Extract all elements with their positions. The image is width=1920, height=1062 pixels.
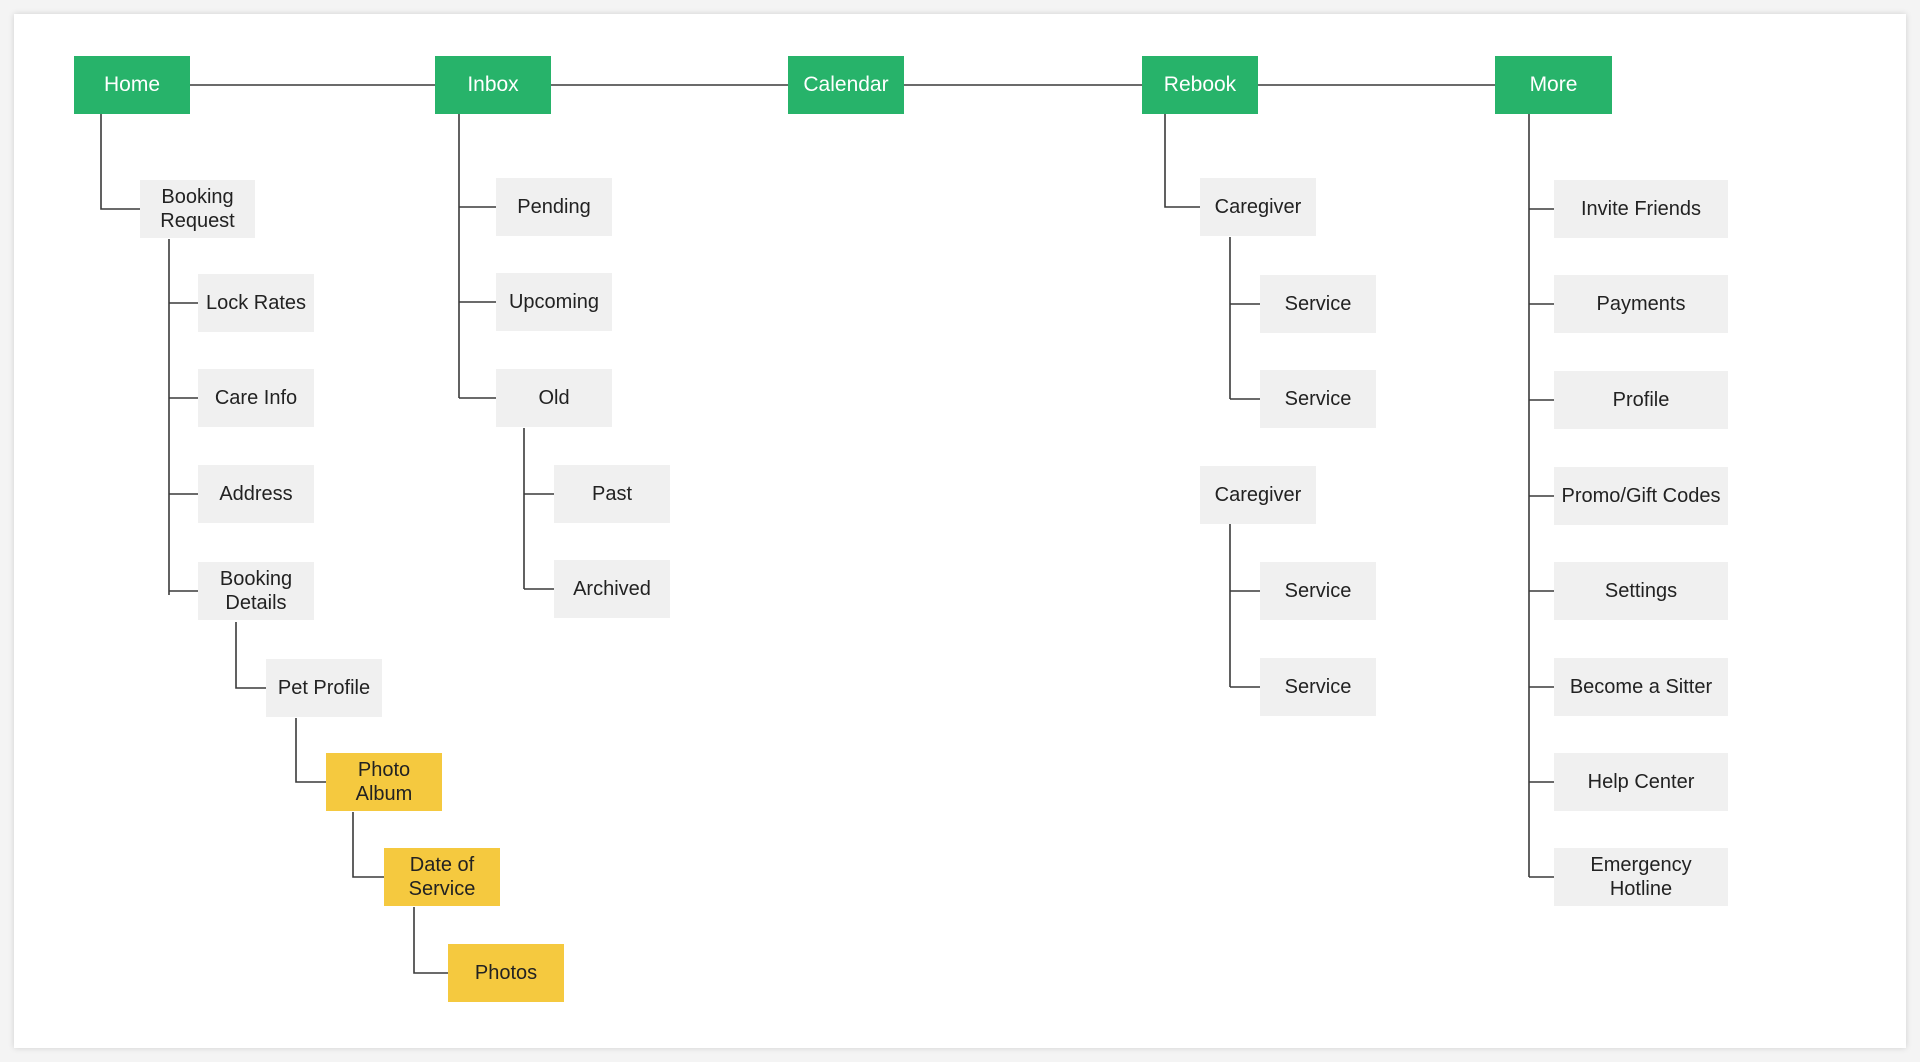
node-become-a-sitter: Become a Sitter bbox=[1554, 658, 1728, 716]
node-address: Address bbox=[198, 465, 314, 523]
node-service: Service bbox=[1260, 275, 1376, 333]
node-pet-profile: Pet Profile bbox=[266, 659, 382, 717]
node-settings: Settings bbox=[1554, 562, 1728, 620]
nav-more: More bbox=[1495, 56, 1612, 114]
node-photos: Photos bbox=[448, 944, 564, 1002]
node-upcoming: Upcoming bbox=[496, 273, 612, 331]
booking-details-to-pet-profile-connector bbox=[235, 622, 266, 689]
node-profile: Profile bbox=[1554, 371, 1728, 429]
node-help-center: Help Center bbox=[1554, 753, 1728, 811]
node-photo-album: Photo Album bbox=[326, 753, 442, 811]
node-service: Service bbox=[1260, 658, 1376, 716]
node-promo-gift-codes: Promo/Gift Codes bbox=[1554, 467, 1728, 525]
node-date-of-service: Date of Service bbox=[384, 848, 500, 906]
date-of-service-to-photos-connector bbox=[413, 907, 448, 974]
pet-profile-to-photo-album-connector bbox=[295, 718, 326, 783]
node-invite-friends: Invite Friends bbox=[1554, 180, 1728, 238]
home-to-booking-request-connector bbox=[100, 114, 140, 210]
rebook-to-caregiver-connector bbox=[1164, 114, 1200, 208]
node-service: Service bbox=[1260, 562, 1376, 620]
node-service: Service bbox=[1260, 370, 1376, 428]
node-caregiver: Caregiver bbox=[1200, 466, 1316, 524]
node-pending: Pending bbox=[496, 178, 612, 236]
photo-album-to-date-of-service-connector bbox=[352, 812, 384, 878]
node-payments: Payments bbox=[1554, 275, 1728, 333]
node-old: Old bbox=[496, 369, 612, 427]
node-lock-rates: Lock Rates bbox=[198, 274, 314, 332]
node-emergency-hotline: Emergency Hotline bbox=[1554, 848, 1728, 906]
nav-home: Home bbox=[74, 56, 190, 114]
node-past: Past bbox=[554, 465, 670, 523]
node-booking-details: Booking Details bbox=[198, 562, 314, 620]
nav-rebook: Rebook bbox=[1142, 56, 1258, 114]
node-care-info: Care Info bbox=[198, 369, 314, 427]
node-booking-request: Booking Request bbox=[140, 180, 255, 238]
nav-calendar: Calendar bbox=[788, 56, 904, 114]
nav-inbox: Inbox bbox=[435, 56, 551, 114]
node-caregiver: Caregiver bbox=[1200, 178, 1316, 236]
node-archived: Archived bbox=[554, 560, 670, 618]
